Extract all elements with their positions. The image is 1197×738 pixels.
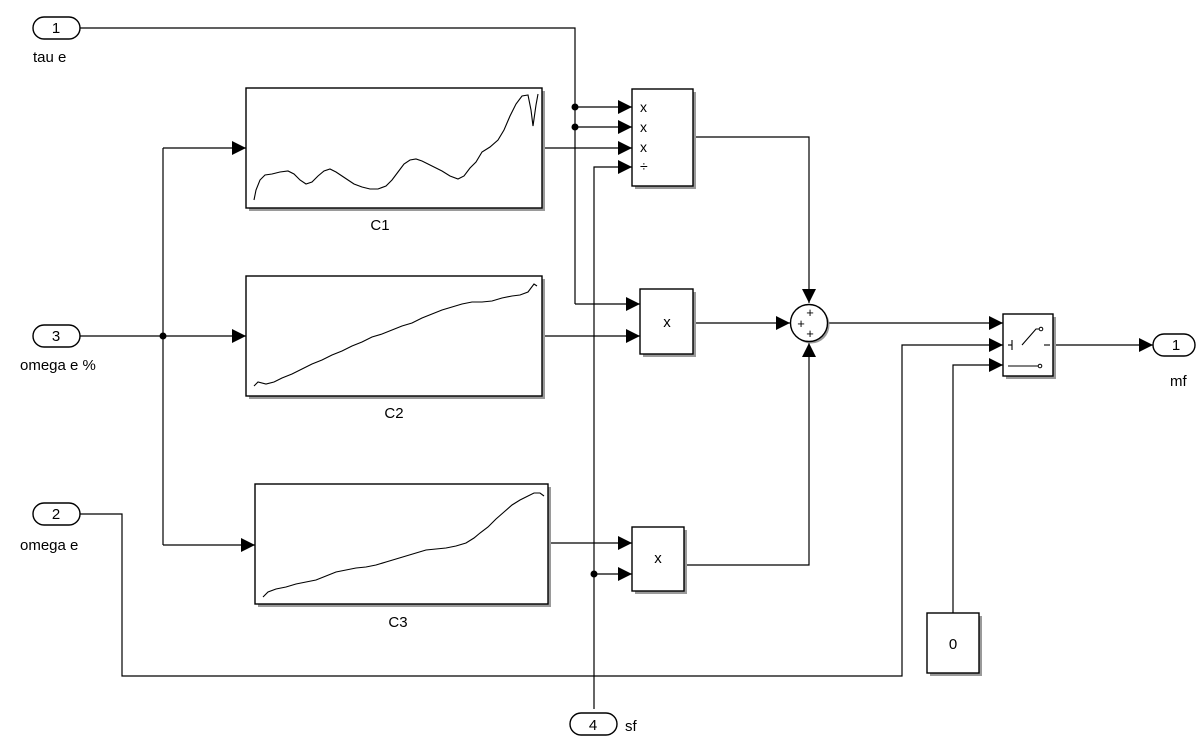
inport-tau-e[interactable]: 1 tau e [32, 16, 81, 66]
outport-shape[interactable] [1152, 333, 1196, 357]
inport-number: 3 [52, 328, 60, 345]
lookup-curve-c2 [253, 283, 538, 387]
sum-block-body[interactable] [789, 303, 829, 343]
product-block-body[interactable] [639, 288, 694, 355]
branch-dot [159, 332, 167, 340]
wire-prod1-to-sum[interactable] [693, 136, 816, 303]
wire-tau-e[interactable] [80, 27, 576, 304]
outport-label: mf [1170, 373, 1187, 390]
inport-shape[interactable] [569, 712, 618, 736]
product-block-body[interactable] [631, 88, 694, 187]
wire-constant-to-switch[interactable] [952, 358, 1003, 613]
lookup-table-body[interactable] [245, 275, 543, 397]
wire-omega-e[interactable] [80, 338, 1003, 677]
inport-number: 4 [589, 717, 597, 734]
product-sign: ÷ [640, 158, 648, 174]
inport-number: 2 [52, 506, 60, 523]
lookup-table-c3[interactable]: C3 [254, 483, 551, 631]
outport-number: 1 [1172, 337, 1180, 354]
lookup-table-body[interactable] [254, 483, 549, 605]
product-sign: x [654, 550, 662, 567]
lookup-table-c1[interactable]: C1 [245, 87, 545, 234]
product-block-body[interactable] [631, 526, 685, 592]
product-sign: x [640, 139, 647, 155]
product-sign: x [640, 99, 647, 115]
lookup-curve-c1 [253, 93, 539, 201]
inport-label: omega e [20, 537, 78, 554]
constant-block[interactable]: 0 [926, 612, 982, 676]
constant-block-body[interactable] [926, 612, 980, 674]
product-block-c2[interactable]: x [639, 288, 696, 357]
branch-dot [571, 123, 579, 131]
lookup-table-body[interactable] [245, 87, 543, 209]
sum-sign: + [806, 326, 814, 341]
lookup-table-label: C3 [388, 614, 407, 631]
signal-lines [80, 27, 1153, 709]
inport-number: 1 [52, 20, 60, 37]
lookup-table-label: C2 [384, 405, 403, 422]
inport-label: sf [625, 718, 638, 735]
lookup-curve-c3 [262, 492, 545, 598]
product-sign: x [663, 314, 671, 331]
product-sign: x [640, 119, 647, 135]
product-block-main[interactable]: x x x ÷ [631, 88, 696, 189]
lookup-table-c2[interactable]: C2 [245, 275, 545, 422]
inport-label: omega e % [20, 357, 96, 374]
wire-prod-c3-to-sum[interactable] [684, 343, 816, 566]
switch-block[interactable] [1002, 313, 1056, 379]
inport-shape[interactable] [32, 16, 81, 40]
inport-shape[interactable] [32, 324, 81, 348]
inport-label: tau e [33, 49, 66, 66]
inport-shape[interactable] [32, 502, 81, 526]
product-block-c3[interactable]: x [631, 526, 687, 594]
lookup-table-label: C1 [370, 217, 389, 234]
constant-value: 0 [949, 636, 957, 653]
sum-block[interactable]: + + + [789, 303, 830, 344]
inport-omega-e-pct[interactable]: 3 omega e % [20, 324, 96, 374]
branch-dot [571, 103, 579, 111]
branch-dot [590, 570, 598, 578]
inport-sf[interactable]: 4 sf [569, 712, 638, 736]
branch-points [159, 103, 598, 578]
wire-sf[interactable] [593, 160, 632, 709]
switch-icon [1008, 326, 1050, 369]
sum-sign: + [797, 316, 805, 331]
outport-mf[interactable]: 1 mf [1152, 333, 1196, 390]
sum-sign: + [806, 305, 814, 320]
inport-omega-e[interactable]: 2 omega e [20, 502, 81, 554]
